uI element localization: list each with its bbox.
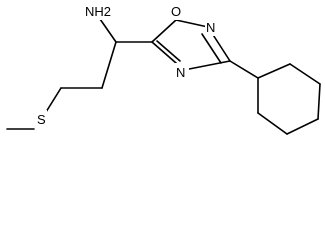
ring-nitrogen-upper-label-background <box>205 18 219 36</box>
ring-nitrogen-lower-label-background <box>175 63 189 81</box>
ring-nitrogen-lower-label: N <box>176 65 185 80</box>
amine-label-background <box>83 2 107 20</box>
bond-cyclohexyl-ring <box>229 60 259 79</box>
bond-ring-n4-c5-double <box>156 40 181 62</box>
bond-cyclohexane-2 <box>289 63 321 85</box>
chemical-structure-diagram: NH2 O N N S <box>6 2 321 135</box>
bond-cyclohexane-1 <box>257 63 291 79</box>
bond-ring-o-n2 <box>175 19 209 28</box>
bond-ring-c5-o <box>151 19 177 43</box>
ring-nitrogen-upper-label: N <box>206 20 215 35</box>
bond-cyclohexane-4 <box>286 118 319 135</box>
bond-ring-n2-c3-double <box>201 33 222 64</box>
sulfur-label-background <box>35 110 47 128</box>
sulfur-label: S <box>37 112 46 127</box>
bond-ring-c3-n4 <box>183 60 231 71</box>
bond-cyclohexane-5 <box>257 112 288 135</box>
molecule-drawing: NH2 O N N S <box>6 2 321 135</box>
amine-label: NH2 <box>85 4 111 19</box>
ring-oxygen-label: O <box>171 4 181 19</box>
bond-cyclohexane-3 <box>317 83 321 120</box>
bond-ch-amine <box>99 18 117 43</box>
ring-oxygen-label-background <box>170 2 184 20</box>
bond-ch2-sulfur <box>45 87 62 113</box>
bond-ch-ch2 <box>101 41 117 89</box>
